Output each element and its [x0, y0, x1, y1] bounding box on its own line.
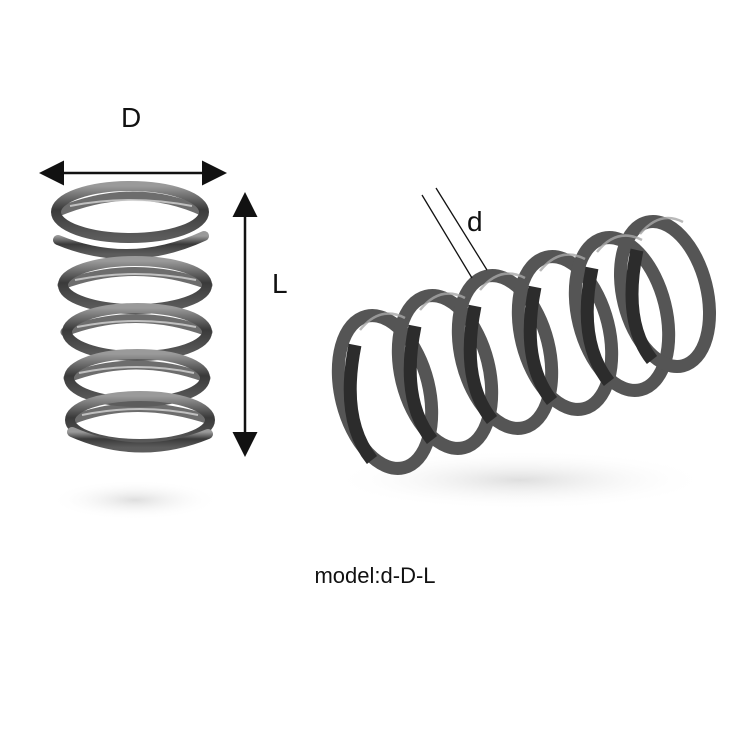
left-spring-shadow — [50, 480, 220, 520]
right-spring-icon — [330, 214, 717, 510]
length-label: L — [272, 268, 288, 299]
right-spring-shadow — [330, 450, 710, 510]
wire-diameter-label: d — [467, 206, 483, 237]
left-spring-icon — [50, 181, 220, 520]
outer-diameter-label: D — [121, 102, 142, 133]
wire-diameter-indicator — [421, 187, 488, 279]
model-caption: model:d-D-L — [314, 563, 436, 588]
